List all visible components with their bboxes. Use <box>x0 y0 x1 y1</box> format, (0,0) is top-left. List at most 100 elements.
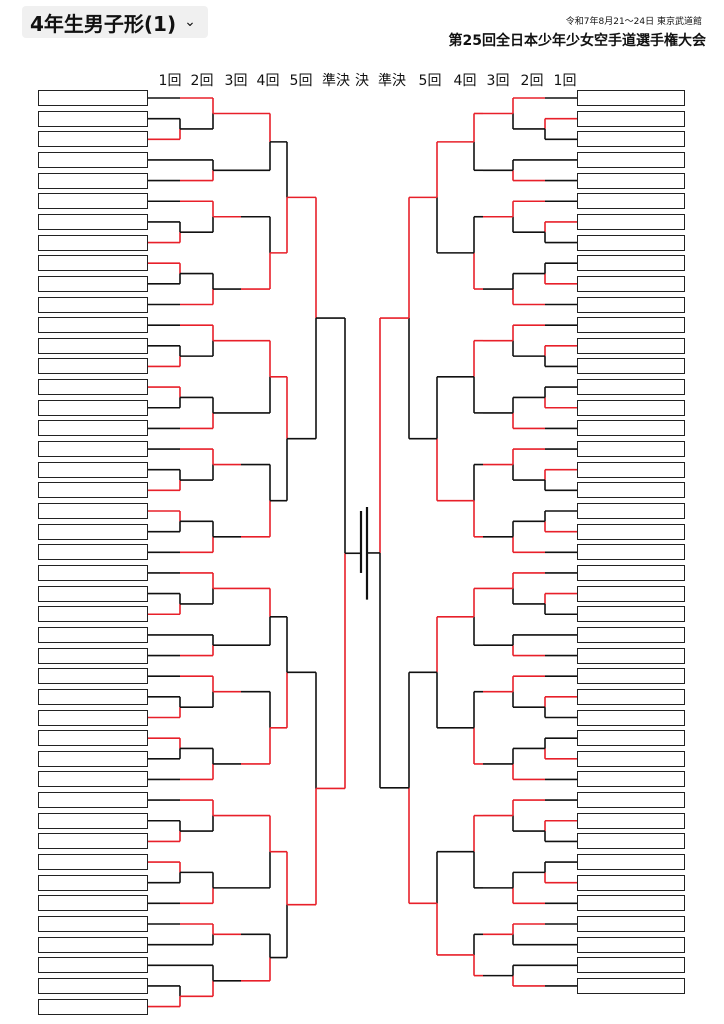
player-box[interactable] <box>38 275 148 292</box>
player-box[interactable] <box>38 812 148 829</box>
player-box[interactable] <box>38 234 148 251</box>
player-box[interactable] <box>577 688 685 705</box>
player-box[interactable] <box>38 461 148 478</box>
round-header: 2回 <box>190 73 214 89</box>
player-box[interactable] <box>577 730 685 747</box>
player-box[interactable] <box>38 647 148 664</box>
player-box[interactable] <box>577 296 685 313</box>
player-box[interactable] <box>38 503 148 519</box>
player-box[interactable] <box>577 544 685 561</box>
player-box[interactable] <box>577 441 685 458</box>
player-box[interactable] <box>38 399 148 416</box>
player-box[interactable] <box>577 193 685 210</box>
player-box[interactable] <box>38 337 148 354</box>
player-box[interactable] <box>577 420 685 437</box>
player-box[interactable] <box>38 213 148 230</box>
round-header: 3回 <box>224 73 248 89</box>
player-box[interactable] <box>577 668 685 685</box>
player-box[interactable] <box>38 420 148 437</box>
player-box[interactable] <box>38 854 148 871</box>
player-box[interactable] <box>38 172 148 189</box>
chevron-down-icon: ⌄ <box>184 14 196 30</box>
player-box[interactable] <box>577 647 685 664</box>
event-title: 4年生男子形(1) <box>30 11 177 36</box>
player-box[interactable] <box>38 771 148 788</box>
player-box[interactable] <box>577 503 685 519</box>
player-box[interactable] <box>38 193 148 210</box>
player-box[interactable] <box>577 812 685 829</box>
player-box[interactable] <box>577 213 685 230</box>
player-box[interactable] <box>38 585 148 602</box>
player-box[interactable] <box>577 771 685 788</box>
player-box[interactable] <box>577 482 685 499</box>
player-box[interactable] <box>577 151 685 168</box>
player-box[interactable] <box>38 110 148 127</box>
player-box[interactable] <box>577 461 685 478</box>
player-box[interactable] <box>38 131 148 148</box>
player-box[interactable] <box>577 585 685 602</box>
player-box[interactable] <box>38 606 148 623</box>
player-box[interactable] <box>38 544 148 561</box>
player-box[interactable] <box>577 90 685 106</box>
player-box[interactable] <box>38 90 148 106</box>
player-box[interactable] <box>38 936 148 953</box>
player-box[interactable] <box>38 998 148 1015</box>
player-box[interactable] <box>38 977 148 994</box>
player-box[interactable] <box>38 750 148 767</box>
player-box[interactable] <box>577 337 685 354</box>
player-box[interactable] <box>577 255 685 272</box>
player-box[interactable] <box>38 626 148 643</box>
player-box[interactable] <box>577 854 685 871</box>
player-box[interactable] <box>577 606 685 623</box>
player-box[interactable] <box>38 792 148 809</box>
player-box[interactable] <box>38 482 148 499</box>
player-box[interactable] <box>38 358 148 375</box>
player-box[interactable] <box>38 957 148 974</box>
player-box[interactable] <box>38 895 148 912</box>
player-box[interactable] <box>577 626 685 643</box>
player-box[interactable] <box>577 275 685 292</box>
player-box[interactable] <box>38 916 148 932</box>
player-box[interactable] <box>38 379 148 396</box>
player-box[interactable] <box>38 874 148 891</box>
player-box[interactable] <box>38 833 148 850</box>
player-box[interactable] <box>38 709 148 726</box>
player-box[interactable] <box>577 358 685 375</box>
player-box[interactable] <box>577 709 685 726</box>
player-box[interactable] <box>38 255 148 272</box>
player-box[interactable] <box>577 564 685 581</box>
player-box[interactable] <box>577 110 685 127</box>
player-box[interactable] <box>577 895 685 912</box>
player-box[interactable] <box>38 296 148 313</box>
player-box[interactable] <box>577 977 685 994</box>
player-box[interactable] <box>38 688 148 705</box>
player-box[interactable] <box>38 523 148 540</box>
player-box[interactable] <box>38 730 148 747</box>
player-box[interactable] <box>38 151 148 168</box>
player-box[interactable] <box>577 523 685 540</box>
event-dates: 令和7年8月21～24日 東京武道館 <box>565 17 702 27</box>
player-box[interactable] <box>38 668 148 685</box>
player-box[interactable] <box>577 936 685 953</box>
tournament-title: 第25回全日本少年少女空手道選手権大会 <box>448 33 706 49</box>
player-box[interactable] <box>577 317 685 334</box>
event-selector[interactable]: 4年生男子形(1) ⌄ <box>22 6 208 38</box>
player-box[interactable] <box>577 750 685 767</box>
player-box[interactable] <box>577 399 685 416</box>
player-box[interactable] <box>577 234 685 251</box>
player-box[interactable] <box>577 874 685 891</box>
header: 4年生男子形(1) ⌄ 令和7年8月21～24日 東京武道館 第25回全日本少年… <box>0 0 724 49</box>
player-box[interactable] <box>38 317 148 334</box>
player-box[interactable] <box>577 957 685 974</box>
player-box[interactable] <box>38 564 148 581</box>
player-box[interactable] <box>577 833 685 850</box>
player-box[interactable] <box>577 792 685 809</box>
player-box[interactable] <box>577 172 685 189</box>
player-box[interactable] <box>577 379 685 396</box>
round-header: 1回 <box>158 73 182 89</box>
player-box[interactable] <box>577 131 685 148</box>
player-box[interactable] <box>38 441 148 458</box>
round-header: 4回 <box>256 73 280 89</box>
player-box[interactable] <box>577 916 685 932</box>
